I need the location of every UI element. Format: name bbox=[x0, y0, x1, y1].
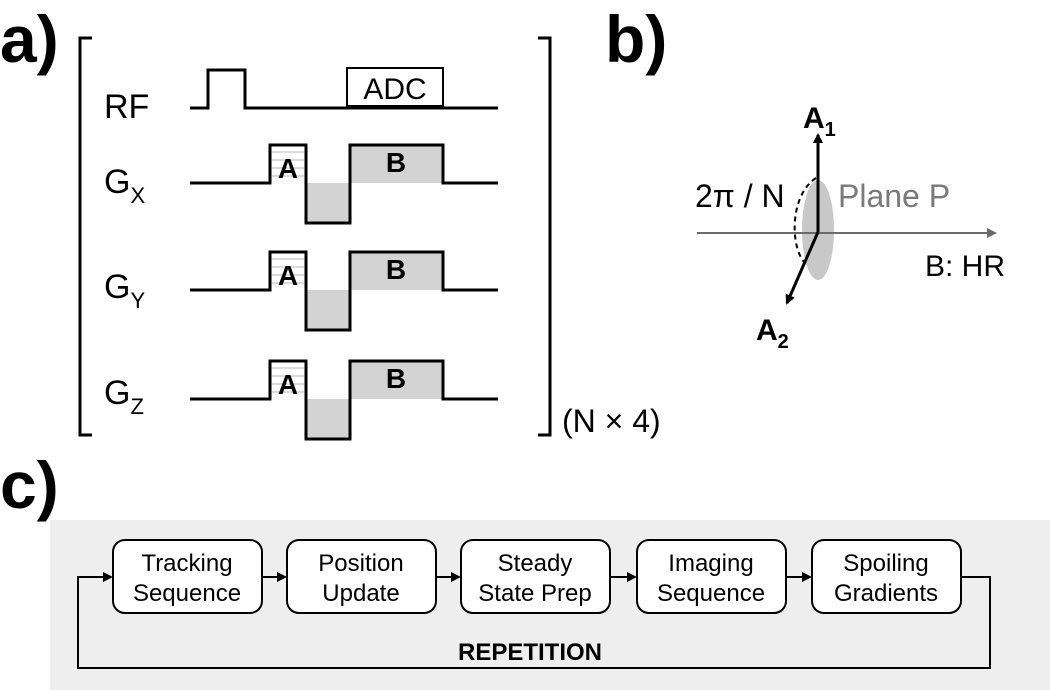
plane-label: Plane P bbox=[838, 178, 950, 214]
gz-lobe-a-label: A bbox=[278, 369, 298, 400]
panel-a-label: a) bbox=[0, 2, 59, 76]
panel-a: a) RF GX GY GZ ADC A B bbox=[0, 2, 661, 441]
gx-lobe-b-label: B bbox=[386, 147, 406, 178]
box-position-line1: Position bbox=[318, 550, 403, 577]
repetition-label: REPETITION bbox=[458, 639, 602, 666]
panel-b: b) A1 A2 2π / N Plane P B: HR bbox=[605, 2, 1005, 353]
left-bracket bbox=[78, 36, 92, 437]
box-steady-line1: Steady bbox=[498, 550, 573, 577]
box-position-line2: Update bbox=[322, 580, 399, 607]
angle-label: 2π / N bbox=[695, 178, 785, 214]
box-imaging-line1: Imaging bbox=[668, 550, 753, 577]
a2-vector bbox=[785, 231, 820, 305]
rf-label: RF bbox=[104, 88, 149, 126]
adc-window bbox=[346, 67, 444, 107]
gx-waveform: A B bbox=[190, 143, 498, 225]
box-spoiling-line2: Gradients bbox=[834, 580, 938, 607]
panel-c-label: c) bbox=[0, 448, 59, 522]
gx-label: GX bbox=[104, 163, 145, 208]
gy-label: GY bbox=[104, 268, 145, 313]
right-bracket bbox=[538, 36, 552, 437]
box-steady-line2: State Prep bbox=[478, 580, 591, 607]
gy-lobe-a-label: A bbox=[278, 260, 298, 291]
angle-arc bbox=[793, 177, 817, 263]
box-imaging-line2: Sequence bbox=[657, 580, 765, 607]
box-spoiling-line1: Spoiling bbox=[843, 550, 928, 577]
rf-waveform bbox=[190, 68, 498, 110]
adc-label: ADC bbox=[363, 73, 426, 106]
gz-waveform: A B bbox=[190, 359, 498, 441]
gx-lobe-a-label: A bbox=[278, 153, 298, 184]
repetition-count: (N × 4) bbox=[562, 403, 661, 439]
box-tracking-line2: Sequence bbox=[133, 580, 241, 607]
a2-label: A2 bbox=[756, 314, 789, 353]
gy-lobe-b-label: B bbox=[386, 254, 406, 285]
gy-waveform: A B bbox=[190, 250, 498, 332]
gz-lobe-b-label: B bbox=[386, 363, 406, 394]
b-axis-label: B: HR bbox=[925, 250, 1005, 283]
a1-label: A1 bbox=[803, 102, 836, 141]
panel-c: c) Tracking Sequence Position Update Ste… bbox=[0, 448, 1050, 690]
gz-label: GZ bbox=[104, 374, 144, 419]
box-tracking-line1: Tracking bbox=[141, 550, 232, 577]
repetition-loop bbox=[77, 572, 991, 669]
panel-b-label: b) bbox=[605, 2, 667, 76]
